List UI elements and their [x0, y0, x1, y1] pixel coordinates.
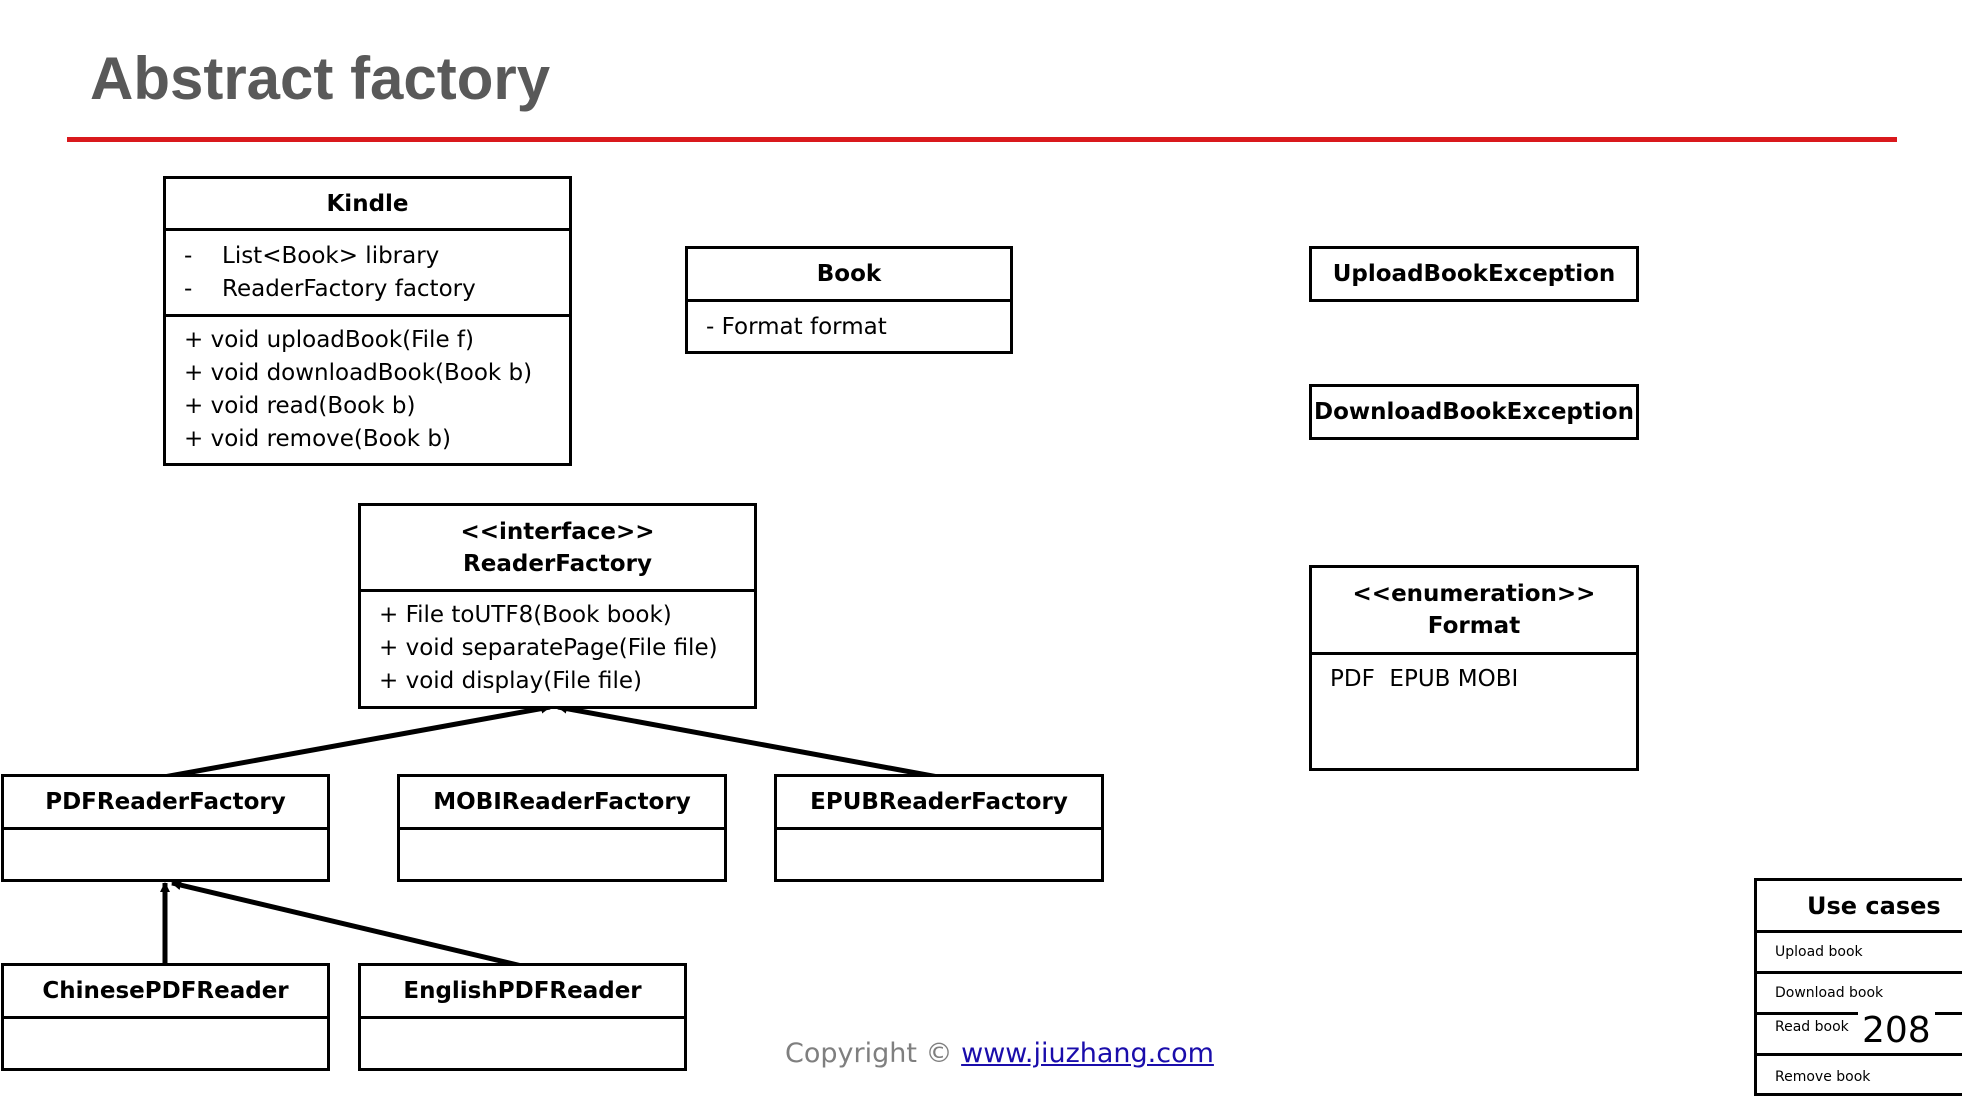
class-chinese-pdf-reader-name: ChinesePDFReader [42, 978, 289, 1004]
enum-format-values: PDF EPUB MOBI [1312, 652, 1636, 768]
jiuzhang-link[interactable]: www.jiuzhang.com [961, 1038, 1214, 1069]
class-chinese-pdf-reader-body [4, 1016, 327, 1068]
interface-reader-factory-header: <<interface>> ReaderFactory [361, 506, 754, 589]
class-upload-book-exception-name: UploadBookException [1332, 261, 1616, 287]
class-kindle-methods: + void uploadBook(File f) + void downloa… [166, 314, 569, 463]
use-cases-panel: Use cases Upload book Download book Read… [1754, 878, 1962, 1096]
use-case-item: Download book [1757, 974, 1962, 1015]
class-pdf-reader-factory: PDFReaderFactory [1, 774, 330, 882]
interface-reader-factory-name: ReaderFactory [463, 550, 652, 577]
interface-stereotype: <<interface>> [460, 518, 655, 545]
reader-factory-method: + File toUTF8(Book book) [379, 602, 672, 628]
kindle-method: + void uploadBook(File f) [184, 327, 474, 353]
class-epub-reader-factory-body [777, 827, 1101, 879]
arrow-pdf-to-readerfactory [163, 703, 551, 780]
class-pdf-reader-factory-body [4, 827, 327, 879]
class-pdf-reader-factory-name: PDFReaderFactory [45, 789, 286, 815]
class-mobi-reader-factory-name: MOBIReaderFactory [433, 789, 691, 815]
class-english-pdf-reader: EnglishPDFReader [358, 963, 687, 1071]
kindle-method: + void downloadBook(Book b) [184, 360, 533, 386]
use-case-item: Remove book [1775, 1068, 1871, 1085]
class-epub-reader-factory-name: EPUBReaderFactory [810, 789, 1068, 815]
class-mobi-reader-factory-body [400, 827, 724, 879]
class-upload-book-exception: UploadBookException [1309, 246, 1639, 302]
enum-format-header: <<enumeration>> Format [1312, 568, 1636, 652]
copyright-text: Copyright © [785, 1038, 953, 1069]
kindle-attribute: -ReaderFactory factory [184, 276, 476, 302]
interface-reader-factory: <<interface>> ReaderFactory + File toUTF… [358, 503, 757, 709]
title-underline [67, 137, 1897, 142]
reader-factory-method: + void display(File file) [379, 668, 643, 694]
class-english-pdf-reader-body [361, 1016, 684, 1068]
enum-stereotype: <<enumeration>> [1352, 581, 1596, 607]
kindle-attribute: -List<Book> library [184, 243, 440, 269]
use-cases-header: Use cases [1757, 881, 1962, 933]
interface-reader-factory-methods: + File toUTF8(Book book) + void separate… [361, 589, 754, 706]
book-attribute: - Format format [706, 314, 887, 340]
page-number: 208 [1858, 1010, 1935, 1052]
kindle-method: + void remove(Book b) [184, 426, 452, 452]
class-book-name: Book [816, 261, 882, 287]
class-kindle-attributes: -List<Book> library -ReaderFactory facto… [166, 228, 569, 314]
use-case-item: Upload book [1757, 933, 1962, 974]
arrow-english-to-pdf [171, 880, 523, 969]
footer-copyright: Copyright © www.jiuzhang.com [785, 1038, 1214, 1069]
class-kindle-name: Kindle [326, 190, 409, 217]
use-case-item: Read book [1757, 1015, 1962, 1056]
class-book-attributes: - Format format [688, 299, 1010, 351]
slide-title: Abstract factory [90, 45, 551, 112]
kindle-method: + void read(Book b) [184, 393, 416, 419]
class-download-book-exception: DownloadBookException [1309, 384, 1639, 440]
class-mobi-reader-factory: MOBIReaderFactory [397, 774, 727, 882]
class-english-pdf-reader-name: EnglishPDFReader [403, 978, 642, 1004]
arrow-epub-to-readerfactory [557, 703, 939, 780]
enum-format-name: Format [1427, 613, 1521, 639]
class-kindle: Kindle -List<Book> library -ReaderFactor… [163, 176, 572, 466]
class-download-book-exception-name: DownloadBookException [1314, 399, 1634, 425]
enum-format: <<enumeration>> Format PDF EPUB MOBI [1309, 565, 1639, 771]
class-epub-reader-factory: EPUBReaderFactory [774, 774, 1104, 882]
class-chinese-pdf-reader: ChinesePDFReader [1, 963, 330, 1071]
reader-factory-method: + void separatePage(File file) [379, 635, 718, 661]
class-book: Book - Format format [685, 246, 1013, 354]
